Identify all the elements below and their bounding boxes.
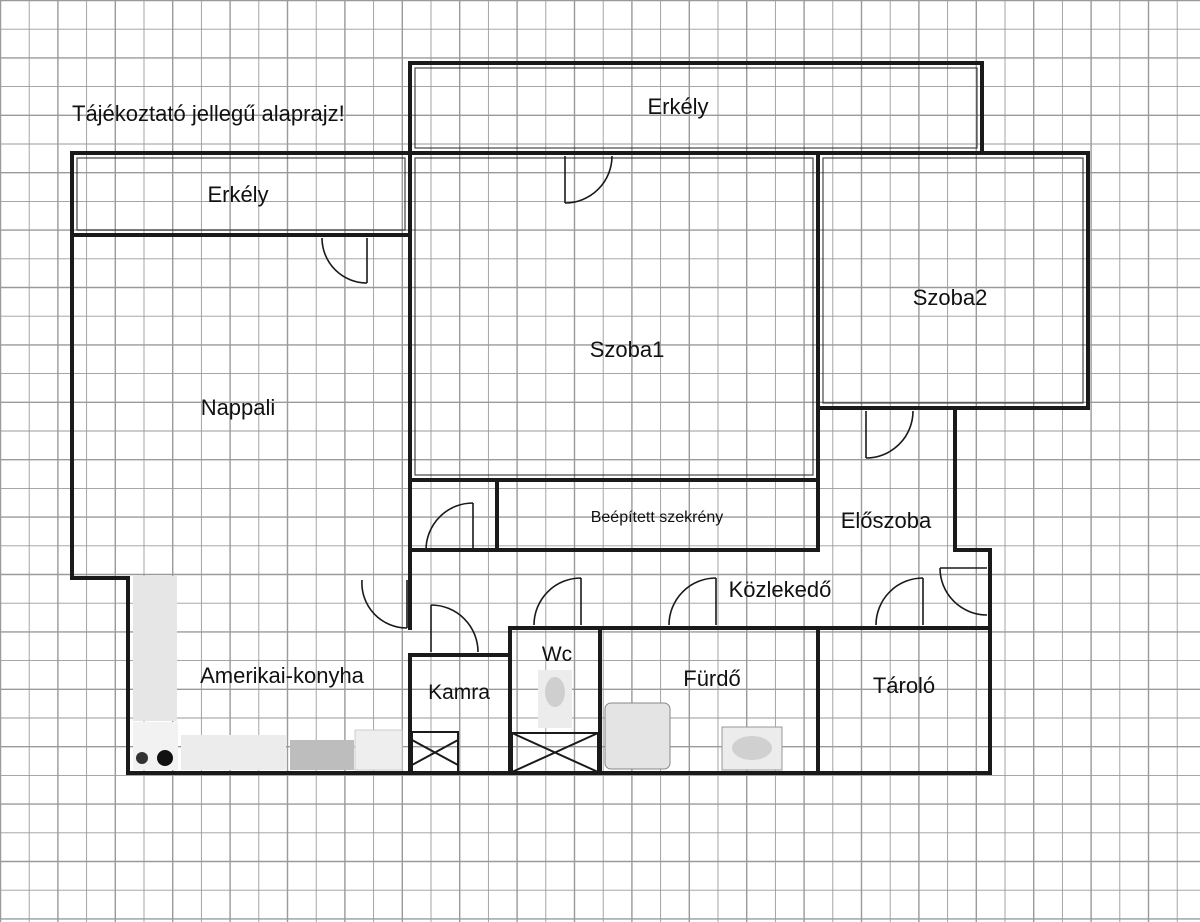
shaft-kamra: [411, 731, 459, 773]
label-szoba1: Szoba1: [590, 337, 665, 362]
door-szoba1[interactable]: [564, 155, 613, 204]
room-szoba2: [816, 151, 1090, 410]
fixtures: [133, 576, 783, 773]
label-furdo: Fürdő: [683, 666, 740, 691]
toilet-bowl: [545, 677, 565, 707]
shower-tray: [604, 702, 671, 770]
door-tarolo[interactable]: [875, 577, 924, 626]
label-eloszoba: Előszoba: [841, 508, 932, 533]
label-szekreny: Beépített szekrény: [591, 509, 724, 526]
washbasin-bowl: [732, 736, 772, 760]
door-wc[interactable]: [533, 577, 582, 626]
label-wc: Wc: [542, 643, 572, 666]
room-tarolo: [816, 626, 992, 775]
door-furdo[interactable]: [668, 577, 717, 626]
label-erkely-left: Erkély: [207, 182, 268, 207]
door-szekreny[interactable]: [425, 502, 474, 551]
fridge: [354, 729, 403, 771]
label-szoba2: Szoba2: [913, 285, 988, 310]
label-konyha: Amerikai-konyha: [200, 663, 365, 688]
door-entrance[interactable]: [939, 567, 988, 616]
stove-burner: [157, 750, 173, 766]
plan-disclaimer: Tájékoztató jellegű alaprajz!: [72, 101, 345, 126]
door-szoba2[interactable]: [865, 410, 914, 459]
label-nappali: Nappali: [201, 395, 276, 420]
labels: Tájékoztató jellegű alaprajz! Erkély Erk…: [72, 94, 987, 704]
label-kamra: Kamra: [428, 681, 490, 704]
wall-eloszoba: [410, 408, 820, 552]
shaft-wc: [511, 732, 599, 773]
label-tarolo: Tároló: [873, 673, 935, 698]
wall-nappali-konyha: [70, 233, 990, 775]
sink: [290, 740, 354, 770]
walls: [70, 61, 1090, 775]
label-erkely-top: Erkély: [647, 94, 708, 119]
label-kozlekedo: Közlekedő: [729, 577, 832, 602]
wall-inner-lines: [76, 67, 1084, 476]
door-konyha[interactable]: [361, 579, 408, 629]
kitchen-counter: [181, 735, 286, 770]
kitchen-counter: [133, 576, 177, 721]
stove-burner: [136, 752, 148, 764]
doors: [321, 155, 988, 653]
door-nappali[interactable]: [321, 237, 368, 284]
door-kamra[interactable]: [430, 604, 479, 653]
